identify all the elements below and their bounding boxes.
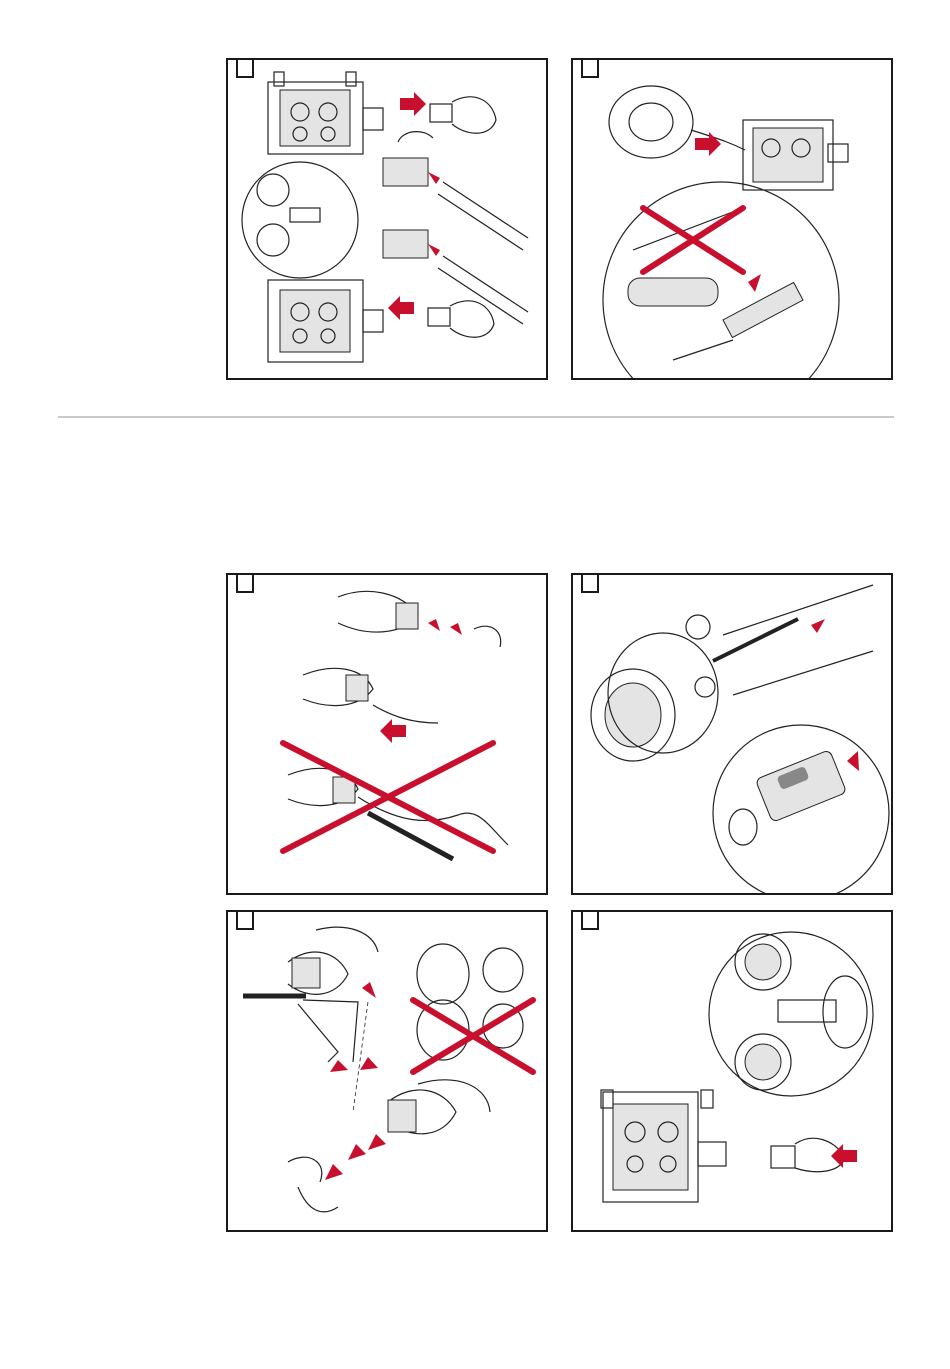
arrow-icon <box>380 719 406 743</box>
illustration-panel-step-4 <box>571 573 893 895</box>
arrow-icon <box>400 92 426 116</box>
illustration-panel-step-3 <box>226 573 548 895</box>
cut-liner-illustration <box>228 912 548 1232</box>
torch-liner-illustration <box>228 575 548 895</box>
illustration-panel-step-5 <box>226 910 548 1232</box>
drive-unit-illustration <box>228 60 548 380</box>
arrow-icon <box>388 296 414 320</box>
illustration-panel-step-1 <box>226 58 548 380</box>
wire-spool-illustration <box>573 60 893 380</box>
illustration-panel-step-2 <box>571 58 893 380</box>
arrow-icon <box>831 1144 857 1168</box>
illustration-panel-step-6 <box>571 910 893 1232</box>
torch-connector-illustration <box>573 575 893 895</box>
connect-torch-illustration <box>573 912 893 1232</box>
section-divider <box>58 416 894 418</box>
